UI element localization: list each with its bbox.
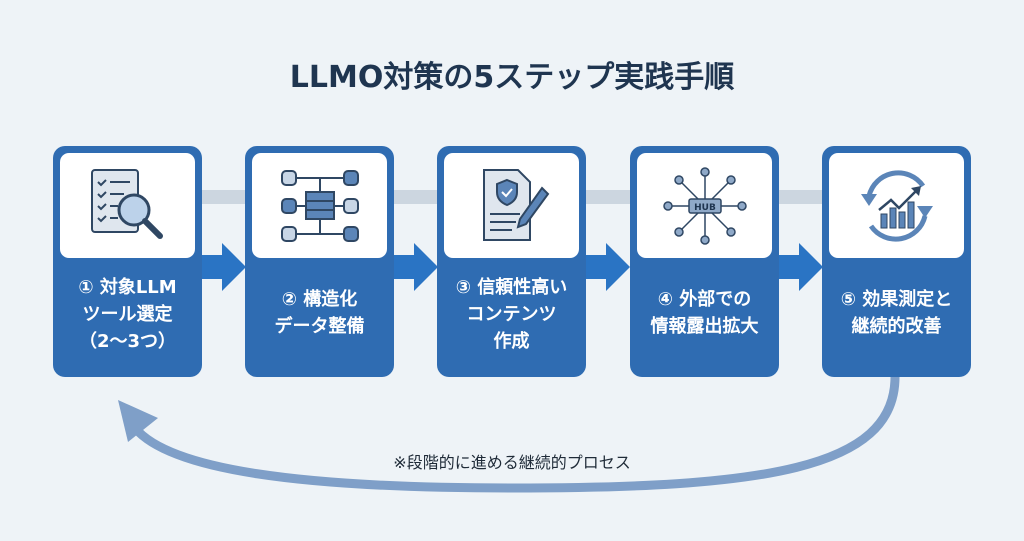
document-pen-shield-icon [482, 168, 549, 241]
checklist-search-icon [90, 168, 163, 239]
icon-panel [252, 153, 387, 258]
step-card-5: ⑤ 効果測定と 継続的改善 [822, 146, 971, 377]
label-line: ② 構造化 [281, 289, 358, 310]
label-line: 情報露出拡大 [650, 316, 759, 337]
next-arrow [202, 243, 246, 291]
icon-panel [444, 153, 579, 258]
label-line: コンテンツ [466, 304, 557, 325]
loop-arrowhead [118, 400, 158, 442]
step-label: ② 構造化 データ整備 [245, 286, 394, 340]
process-note: ※段階的に進める継続的プロセス [393, 453, 631, 472]
next-arrow [779, 243, 823, 291]
label-line: （2〜3つ） [78, 331, 177, 352]
icon-panel: HUB [637, 153, 772, 258]
label-line: 作成 [493, 331, 530, 352]
step-label: ① 対象LLM ツール選定 （2〜3つ） [53, 274, 202, 355]
label-line: ① 対象LLM [78, 277, 177, 298]
icon-panel [829, 153, 964, 258]
label-line: ④ 外部での [657, 289, 752, 310]
step-label: ③ 信頼性高い コンテンツ 作成 [437, 274, 586, 355]
label-line: データ整備 [274, 316, 365, 337]
cycle-chart-icon [860, 169, 933, 242]
label-line: ③ 信頼性高い [455, 277, 568, 298]
step-card-2: ② 構造化 データ整備 [245, 146, 394, 377]
database-network-icon [280, 169, 359, 242]
step-card-1: ① 対象LLM ツール選定 （2〜3つ） [53, 146, 202, 377]
step-label: ④ 外部での 情報露出拡大 [630, 286, 779, 340]
hub-text: HUB [694, 203, 716, 213]
label-line: ツール選定 [82, 304, 173, 325]
label-line: 継続的改善 [851, 316, 942, 337]
page-title: LLMO対策の5ステップ実践手順 [289, 60, 735, 95]
next-arrow [586, 243, 630, 291]
hub-network-icon: HUB [662, 166, 747, 245]
step-label: ⑤ 効果測定と 継続的改善 [822, 286, 971, 340]
label-line: ⑤ 効果測定と [840, 289, 953, 310]
step-card-4: HUB ④ 外部での 情報露出拡大 [630, 146, 779, 377]
next-arrow [394, 243, 438, 291]
step-card-3: ③ 信頼性高い コンテンツ 作成 [437, 146, 586, 377]
icon-panel [60, 153, 195, 258]
